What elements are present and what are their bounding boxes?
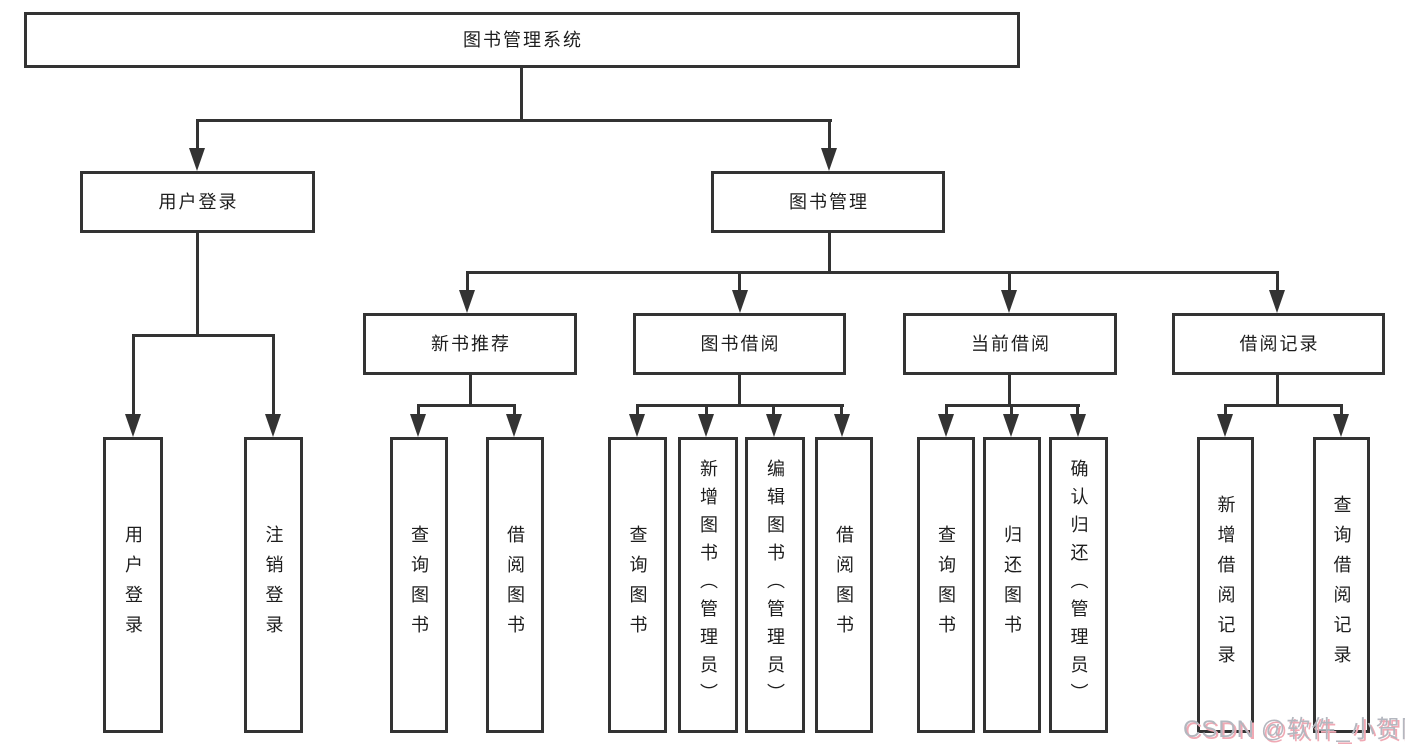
connector-line [520,66,523,120]
connector-line [132,334,135,416]
node-user-login-label: 用户登录 [158,192,239,212]
connector-line [945,404,948,416]
leaf-add-book-admin: 新增图书（管理员） [678,437,738,733]
leaf-user-login: 用户登录 [103,437,163,733]
leaf-borrow-book-1: 借阅图书 [486,437,544,733]
connector-line [513,404,516,416]
connector-line [469,373,472,406]
arrowhead-icon [1333,414,1349,437]
leaf-confirm-return-admin: 确认归还（管理员） [1049,437,1108,733]
leaf-query-borrow-record: 查询借阅记录 [1313,437,1370,733]
node-borrowing-records: 借阅记录 [1172,313,1385,375]
connector-line [272,334,275,416]
arrowhead-icon [506,414,522,437]
connector-line [132,334,275,337]
arrowhead-icon [1001,290,1017,313]
leaf-add-borrow-record: 新增借阅记录 [1197,437,1254,733]
node-current-borrowing: 当前借阅 [903,313,1117,375]
connector-line [466,271,1279,274]
arrowhead-icon [834,414,850,437]
arrowhead-icon [938,414,954,437]
node-new-book-recommend: 新书推荐 [363,313,577,375]
leaf-edit-book-admin: 编辑图书（管理员） [745,437,805,733]
leaf-logout-login: 注销登录 [244,437,303,733]
arrowhead-icon [732,290,748,313]
arrowhead-icon [698,414,714,437]
node-user-login: 用户登录 [80,171,315,233]
leaf-query-book-3: 查询图书 [917,437,975,733]
connector-line [738,373,741,406]
arrowhead-icon [265,414,281,437]
connector-line [772,404,775,416]
watermark-handle: @软件_小贺同学 [1261,716,1405,743]
leaf-query-book-1: 查询图书 [390,437,448,733]
watermark-prefix: CSDN [1183,716,1256,743]
connector-line [828,119,831,150]
node-root: 图书管理系统 [24,12,1020,68]
arrowhead-icon [125,414,141,437]
arrowhead-icon [629,414,645,437]
arrowhead-icon [1217,414,1233,437]
connector-line [1224,404,1343,407]
node-root-label: 图书管理系统 [463,30,583,50]
arrowhead-icon [459,290,475,313]
node-book-management: 图书管理 [711,171,945,233]
connector-line [466,271,469,292]
connector-line [636,404,844,407]
leaf-query-book-2: 查询图书 [608,437,667,733]
leaf-return-book: 归还图书 [983,437,1041,733]
connector-line [196,231,199,336]
arrowhead-icon [1070,414,1086,437]
connector-line [417,404,420,416]
arrowhead-icon [410,414,426,437]
connector-line [1076,404,1079,416]
connector-line [1010,404,1013,416]
node-new-book-recommend-label: 新书推荐 [431,334,511,354]
connector-line [1008,271,1011,292]
connector-line [738,271,741,292]
connector-line [705,404,708,416]
node-book-borrowing-label: 图书借阅 [700,334,781,354]
connector-line [196,119,832,122]
leaf-borrow-book-2: 借阅图书 [815,437,873,733]
connector-line [1276,271,1279,292]
arrowhead-icon [189,148,205,171]
csdn-watermark: CSDN@软件_小贺同学 [1183,709,1405,744]
connector-line [1008,373,1011,406]
connector-line [1340,404,1343,416]
arrowhead-icon [1003,414,1019,437]
arrowhead-icon [1269,290,1285,313]
node-book-management-label: 图书管理 [789,192,869,212]
connector-line [1276,373,1279,406]
connector-line [636,404,639,416]
arrowhead-icon [766,414,782,437]
connector-line [196,119,199,150]
connector-line [417,404,516,407]
connector-line [840,404,843,416]
node-current-borrowing-label: 当前借阅 [971,334,1051,354]
connector-line [1224,404,1227,416]
node-book-borrowing: 图书借阅 [633,313,846,375]
connector-line [828,231,831,273]
node-borrowing-records-label: 借阅记录 [1239,334,1320,354]
arrowhead-icon [821,148,837,171]
